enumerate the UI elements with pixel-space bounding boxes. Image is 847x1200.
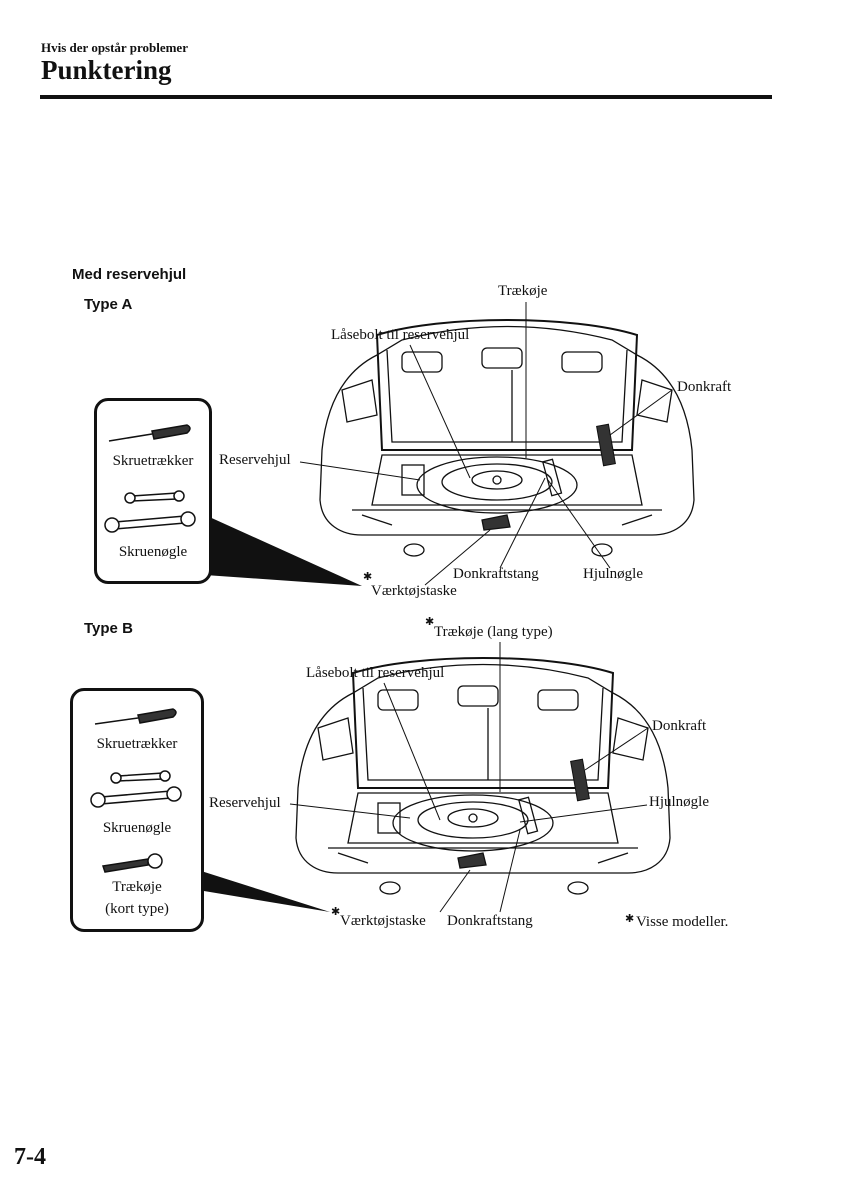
tow-hook-icon: [102, 853, 163, 873]
callout-jack-handle: Donkraftstang: [453, 566, 539, 582]
page-number: 7-4: [14, 1144, 46, 1170]
tool-label-short-type: (kort type): [105, 901, 169, 917]
type-b-label: Type B: [84, 620, 133, 637]
callout-spare-wheel: Reservehjul: [219, 452, 291, 468]
section-heading: Med reservehjul: [72, 266, 187, 283]
tool-label-screwdriver: Skruetrækker: [112, 453, 194, 469]
callout-spare-wheel: Reservehjul: [209, 795, 281, 811]
wrench-icon: [104, 490, 196, 533]
tool-box-type-b: Skruetrækker Skruenøgle Trækøje (kort ty…: [70, 688, 204, 932]
callout-tool-bag: Værktøjstaske: [371, 583, 457, 599]
callout-lock-bolt: Låsebolt til reservehjul: [306, 665, 445, 681]
callout-tool-bag: Værktøjstaske: [340, 913, 426, 929]
callout-tool-bag-mark: ✱: [331, 906, 341, 918]
footnote-mark: ✱: [625, 913, 635, 925]
callout-lock-bolt: Låsebolt til reservehjul: [331, 327, 470, 343]
tool-label-screwdriver: Skruetrækker: [96, 736, 178, 752]
tool-box-type-a: Skruetrækker Skruenøgle: [94, 398, 212, 584]
jack-icon: [596, 423, 616, 467]
tool-label-wrench: Skruenøgle: [118, 544, 188, 560]
callout-lug-wrench: Hjulnøgle: [649, 794, 709, 810]
breadcrumb: Hvis der opstår problemer: [41, 40, 188, 55]
callout-tow-hook-mark: ✱: [425, 616, 435, 628]
screwdriver-icon: [108, 424, 191, 442]
callout-tow-hook-long: Trækøje (lang type): [434, 624, 553, 640]
tool-label-tow-hook: Trækøje: [112, 879, 162, 895]
callout-tow-hook: Trækøje: [498, 283, 548, 299]
callout-jack: Donkraft: [677, 379, 732, 395]
callout-jack: Donkraft: [652, 718, 707, 734]
callout-tool-bag-mark: ✱: [363, 571, 373, 583]
screwdriver-icon: [94, 708, 177, 725]
type-a-label: Type A: [84, 296, 133, 313]
callout-jack-handle: Donkraftstang: [447, 913, 533, 929]
title-rule: [40, 95, 772, 99]
footnote: Visse modeller.: [636, 914, 729, 930]
callout-lug-wrench: Hjulnøgle: [583, 566, 643, 582]
tool-label-wrench: Skruenøgle: [102, 820, 172, 836]
page-title: Punktering: [41, 55, 172, 85]
wrench-icon: [90, 770, 182, 808]
